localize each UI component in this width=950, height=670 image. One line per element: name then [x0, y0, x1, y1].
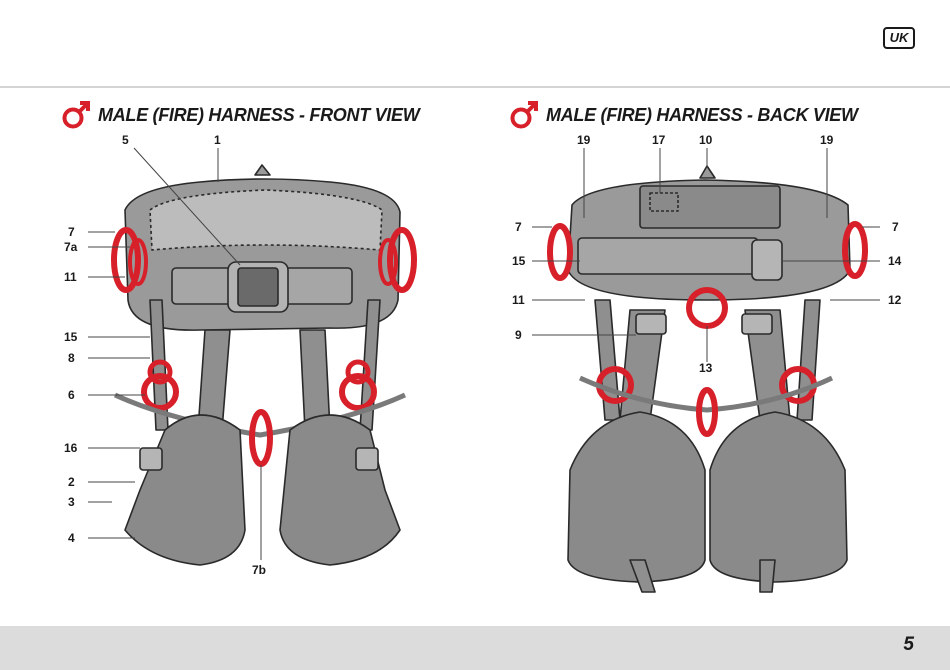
page-number: 5 — [903, 634, 914, 655]
callout-label: 8 — [68, 351, 75, 365]
callout-label: 16 — [64, 441, 78, 455]
back-leader-lines — [532, 148, 880, 362]
callout-label: 4 — [68, 531, 75, 545]
language-badge: UK — [883, 27, 915, 49]
callout-label: 6 — [68, 388, 75, 402]
callout-label: 5 — [122, 133, 129, 147]
top-divider — [0, 86, 950, 88]
callout-label: 19 — [820, 133, 834, 147]
back-harness-illustration — [547, 165, 868, 593]
callout-label: 19 — [577, 133, 591, 147]
footer-bar: 5 — [0, 626, 950, 670]
front-view-heading: MALE (FIRE) HARNESS - FRONT VIEW — [60, 100, 420, 130]
callout-label: 13 — [699, 361, 713, 375]
callout-label: 7 — [68, 225, 75, 239]
front-callout-labels: 5 1 7 7a 11 15 8 6 16 2 3 4 7b — [64, 133, 266, 577]
callout-label: 7a — [64, 240, 78, 254]
callout-label: 17 — [652, 133, 666, 147]
callout-label: 3 — [68, 495, 75, 509]
callout-label: 11 — [512, 293, 525, 307]
front-leader-lines — [88, 147, 262, 560]
callout-label: 2 — [68, 475, 75, 489]
callout-label: 15 — [64, 330, 78, 344]
callout-label: 1 — [214, 133, 221, 147]
front-view-title: MALE (FIRE) HARNESS - FRONT VIEW — [98, 104, 420, 125]
back-view-heading: MALE (FIRE) HARNESS - BACK VIEW — [508, 100, 858, 130]
front-harness-illustration — [111, 164, 417, 566]
callout-label: 11 — [64, 270, 77, 284]
callout-label: 10 — [699, 133, 713, 147]
callout-label: 7 — [515, 220, 522, 234]
callout-label: 7 — [892, 220, 899, 234]
callout-label: 12 — [888, 293, 902, 307]
male-symbol-icon — [510, 101, 538, 129]
male-symbol-icon — [62, 101, 90, 129]
callout-label: 7b — [252, 563, 266, 577]
back-view-title: MALE (FIRE) HARNESS - BACK VIEW — [546, 104, 858, 125]
callout-label: 9 — [515, 328, 522, 342]
callout-label: 14 — [888, 254, 902, 268]
back-callout-labels: 19 17 10 19 7 7 15 14 11 12 9 13 — [512, 133, 902, 375]
callout-label: 15 — [512, 254, 526, 268]
